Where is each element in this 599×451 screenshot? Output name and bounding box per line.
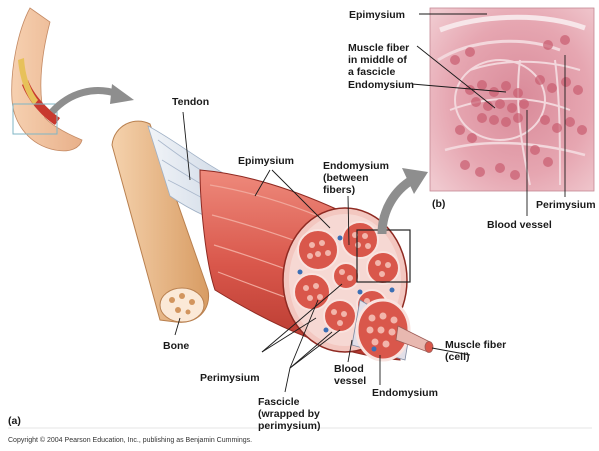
muscle-fibers [303, 232, 391, 326]
bone [111, 120, 210, 323]
arm-illustration [11, 7, 83, 152]
label-blood-vessel-b: Blood vessel [487, 219, 552, 231]
label-endomysium-b: Endomysium [348, 79, 414, 91]
label-endomysium-between: Endomysium (between fibers) [323, 160, 389, 196]
panel-a-label: (a) [8, 415, 21, 427]
label-bone: Bone [163, 340, 190, 352]
leader-lines [174, 13, 566, 393]
single-muscle-fiber [395, 325, 434, 353]
label-muscle-fiber-middle: Muscle fiber in middle of a fascicle [348, 42, 410, 78]
label-epimysium-a: Epimysium [238, 155, 295, 167]
zoom-arrow-arm [49, 84, 134, 115]
label-fascicle: Fascicle (wrapped by perimysium) [258, 396, 321, 432]
label-muscle-fiber-cell: Muscle fiber (cell) [445, 339, 507, 363]
fascicle-extension [351, 298, 411, 362]
micrograph-cells [450, 35, 587, 180]
arm-zoom-box [12, 103, 58, 135]
label-endomysium-a: Endomysium [372, 387, 438, 399]
section-blood-vessels [297, 235, 395, 333]
panel-b-label: (b) [432, 198, 446, 210]
label-tendon: Tendon [172, 96, 210, 108]
label-perimysium-a: Perimysium [200, 372, 260, 384]
micrograph [429, 7, 595, 192]
label-perimysium-b: Perimysium [536, 199, 596, 211]
label-epimysium-b: Epimysium [349, 9, 406, 21]
copyright-caption: Copyright © 2004 Pearson Education, Inc.… [8, 437, 253, 444]
zoom-arrow-section [377, 168, 428, 235]
label-blood-vessel-a: Blood vessel [334, 363, 367, 387]
fascicle-group [293, 221, 400, 333]
